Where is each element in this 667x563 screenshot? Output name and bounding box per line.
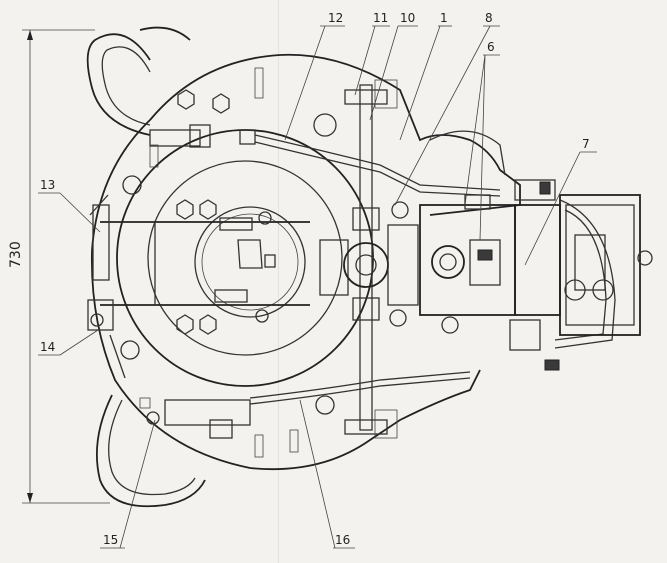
bolts (122, 89, 459, 425)
top-valve-assembly (149, 67, 264, 168)
motor-block (419, 194, 516, 316)
callout-10: 10 (369, 11, 418, 121)
callout-16: 16 (299, 399, 355, 549)
callout-label: 8 (485, 11, 493, 25)
callout-label: 1 (440, 11, 448, 25)
callout-label: 12 (328, 11, 343, 25)
dimension-label: 730 (8, 241, 24, 268)
callout-12: 12 (284, 11, 345, 141)
callout-11: 11 (354, 11, 390, 96)
callout-label: 11 (373, 11, 388, 25)
callout-15: 15 (100, 419, 156, 549)
callout-14: 14 (38, 329, 99, 356)
callout-1: 1 (399, 11, 452, 141)
upper-handle (86, 26, 191, 136)
callout-label: 14 (40, 340, 55, 354)
callout-6: 6 (464, 40, 500, 241)
center-coupling (319, 207, 419, 321)
dimension-730: 730 (8, 29, 110, 504)
callout-label: 6 (487, 40, 495, 54)
bottom-valve-assembly (139, 397, 299, 458)
left-latch (87, 204, 140, 379)
callout-label: 15 (103, 533, 118, 547)
callout-label: 10 (400, 11, 415, 25)
callout-8: 8 (394, 11, 500, 206)
lower-handle (95, 394, 206, 508)
callout-label: 16 (335, 533, 350, 547)
callout-label: 13 (40, 178, 55, 192)
paper-fold-line (278, 0, 279, 563)
rotor-ring (100, 129, 374, 387)
callout-13: 13 (38, 178, 101, 233)
callout-7: 7 (524, 137, 597, 266)
callout-label: 7 (582, 137, 590, 151)
gearbox (509, 179, 653, 371)
